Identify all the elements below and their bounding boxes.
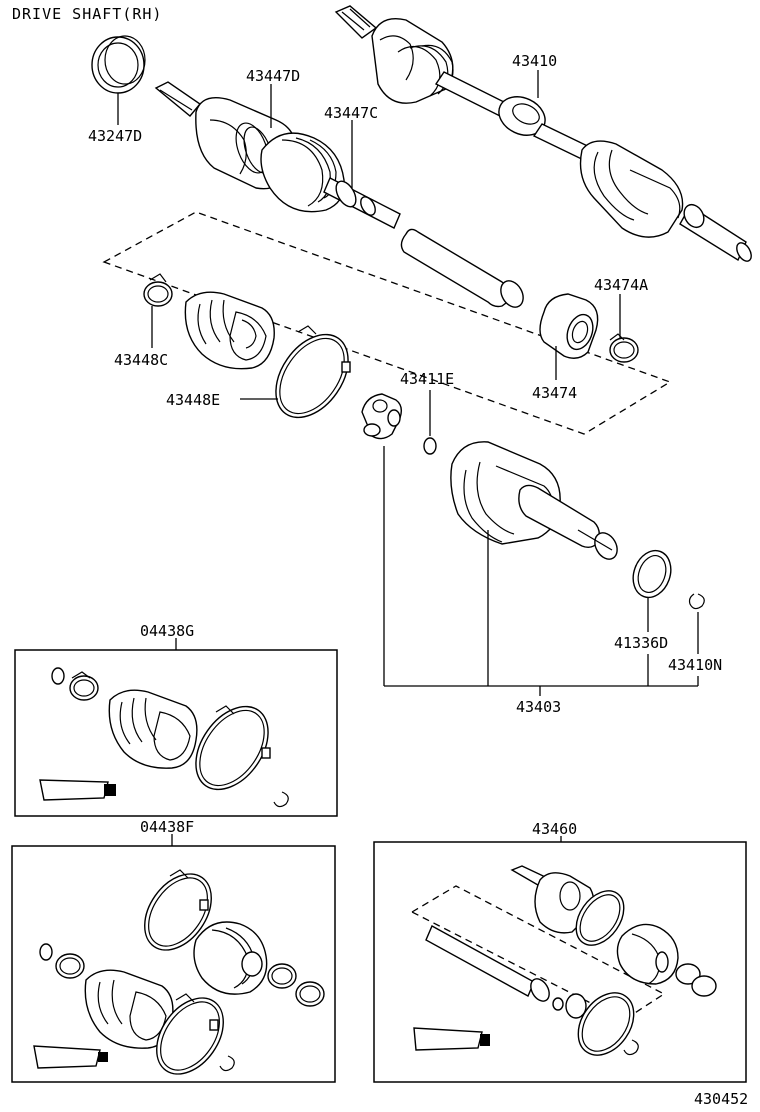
- damper-43474[interactable]: [539, 293, 599, 359]
- clamp-43448e[interactable]: [261, 321, 363, 431]
- label-43247d[interactable]: 43247D: [88, 127, 142, 145]
- label-43474[interactable]: 43474: [532, 384, 577, 402]
- label-43474a[interactable]: 43474A: [594, 276, 648, 294]
- shaft-assembly-43410[interactable]: [334, 5, 754, 264]
- boot-43447c[interactable]: [260, 132, 401, 229]
- tripod-joint[interactable]: [361, 393, 403, 440]
- ring-41336d[interactable]: [627, 545, 677, 602]
- label-04438g[interactable]: 04438G: [140, 622, 194, 640]
- label-41336d[interactable]: 41336D: [614, 634, 668, 652]
- label-43410n[interactable]: 43410N: [668, 656, 722, 674]
- label-04438f[interactable]: 04438F: [140, 818, 194, 836]
- label-43411e[interactable]: 43411E: [400, 370, 454, 388]
- kit-box-04438f[interactable]: [11, 845, 336, 1083]
- ring-43247d[interactable]: [91, 35, 146, 94]
- figure-number: 430452: [694, 1090, 748, 1108]
- label-43410[interactable]: 43410: [512, 52, 557, 70]
- label-43403[interactable]: 43403: [516, 698, 561, 716]
- assembly-bracket-43403: [383, 446, 699, 696]
- kit-04438f-parts: [33, 869, 325, 1075]
- kit-box-43460[interactable]: [373, 841, 747, 1083]
- shaft-bar[interactable]: [400, 228, 527, 311]
- kit-box-04438g[interactable]: [14, 649, 338, 817]
- clamp-43474a[interactable]: [609, 333, 639, 363]
- clip-43410n[interactable]: [688, 593, 705, 610]
- label-43447c[interactable]: 43447C: [324, 104, 378, 122]
- label-43448c[interactable]: 43448C: [114, 351, 168, 369]
- label-43460[interactable]: 43460: [532, 820, 577, 838]
- kit-43460-parts: [410, 865, 717, 1056]
- clamp-43448c[interactable]: [143, 273, 173, 307]
- label-43447d[interactable]: 43447D: [246, 67, 300, 85]
- label-43448e[interactable]: 43448E: [166, 391, 220, 409]
- kit-boundary: [102, 211, 672, 435]
- diagram-title: DRIVE SHAFT(RH): [12, 5, 162, 23]
- inboard-joint-housing[interactable]: [450, 441, 622, 563]
- boot-middle[interactable]: [184, 291, 275, 370]
- kit-04438g-parts: [39, 667, 289, 808]
- snap-ring-43411e[interactable]: [423, 437, 437, 455]
